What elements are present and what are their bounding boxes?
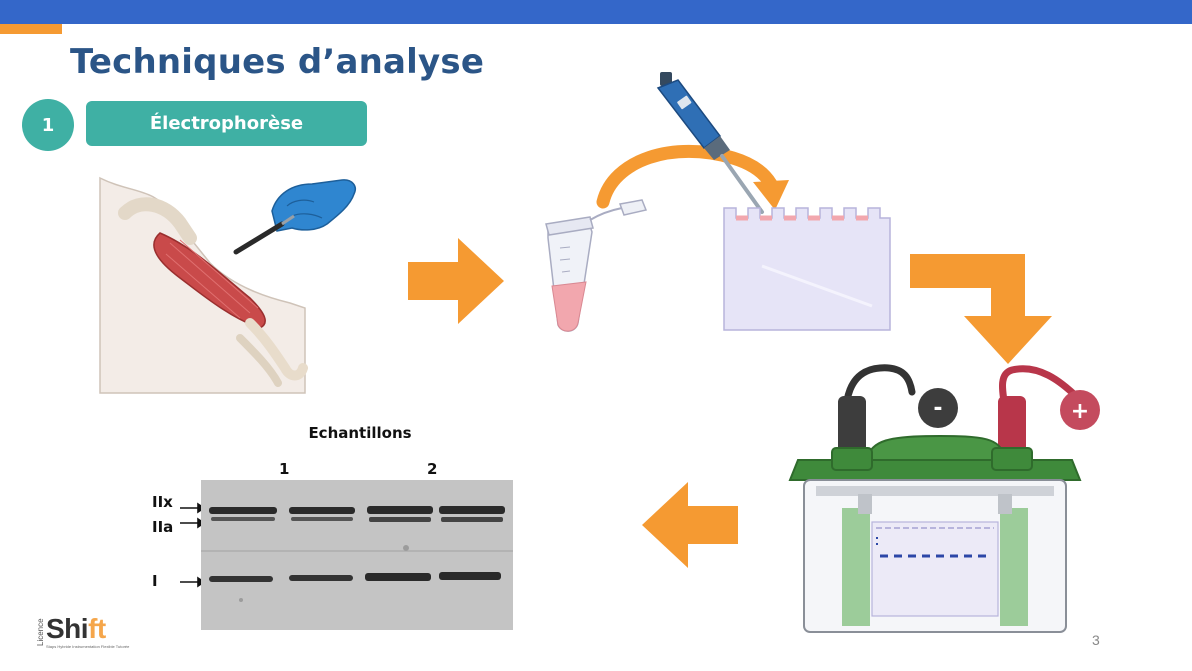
cathode-negative-icon (918, 388, 958, 428)
section-label-electrophoresis: Électrophorèse (86, 101, 367, 146)
sample-label-1: 1 (279, 460, 290, 478)
section-number-badge: 1 (22, 99, 74, 151)
curved-arrow-icon (596, 145, 789, 210)
gloved-hand-icon (233, 179, 356, 255)
gel-slab-icon (723, 207, 891, 331)
band-label-iia: IIa (152, 518, 174, 536)
shift-logo: Licence Shift Staps Hybride Instrumentat… (36, 612, 131, 654)
band-label-i: I (152, 572, 158, 590)
logo-wordmark-shi: Shi (46, 613, 89, 644)
arrow-right-icon (408, 238, 504, 324)
orange-accent-tab (0, 24, 62, 34)
elbow-arrow-down-icon (910, 254, 1052, 364)
slide-title: Techniques d’analyse (70, 42, 485, 82)
logo-wordmark-ft: ft (88, 613, 106, 644)
gel-title: Echantillons (308, 424, 412, 442)
negative-sign: - (933, 396, 942, 421)
electrophoresis-tank-icon: - + (788, 364, 1100, 633)
sample-label-2: 2 (427, 460, 438, 478)
logo-tagline: Staps Hybride Instrumentation Flexible T… (46, 644, 130, 649)
arrow-left-icon (642, 482, 738, 568)
logo-side-text: Licence (36, 618, 45, 646)
anode-positive-icon (1060, 390, 1100, 430)
scalpel-icon (233, 214, 295, 255)
logo-wordmark: Shift (46, 614, 106, 644)
microtube-icon (545, 199, 648, 332)
page-number: 3 (1092, 632, 1100, 648)
pipette-icon (656, 72, 764, 214)
arm-muscle-biopsy-icon (99, 176, 308, 394)
top-banner (0, 0, 1192, 24)
band-label-iix: IIx (152, 493, 173, 511)
gel-image (201, 480, 513, 630)
positive-sign: + (1071, 399, 1089, 424)
